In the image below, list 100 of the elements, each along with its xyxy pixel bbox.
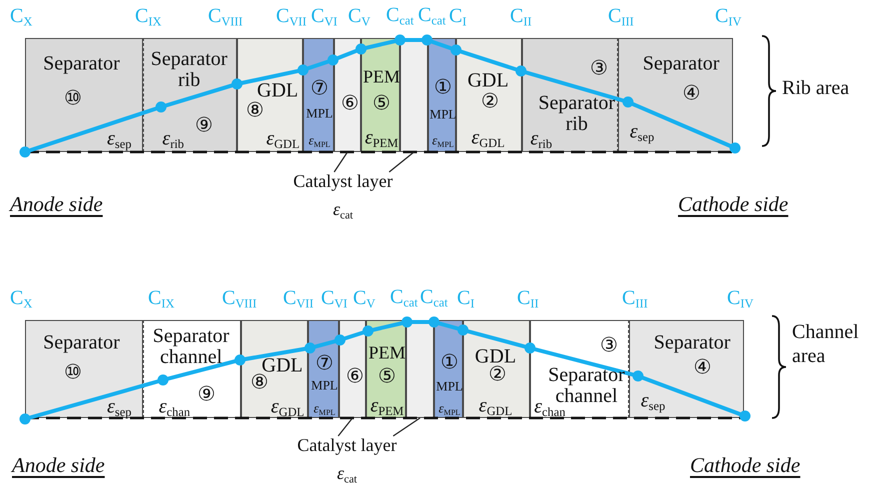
catalyst-layer <box>339 320 366 418</box>
separator-rib-layer <box>143 38 237 152</box>
layer-number: ⑥ <box>346 366 364 388</box>
porosity-symbol: ε$_{PEM}$ <box>370 396 404 417</box>
mpl-layer <box>434 320 463 418</box>
porosity-symbol: ε$_{cat}$ <box>332 198 354 220</box>
callout-text: Catalyst layer <box>297 434 397 456</box>
layer-name: Separator <box>642 54 720 75</box>
porosity-symbol: ε$_{rib}$ <box>162 128 184 150</box>
concentration-label: C$_{VI}$ <box>321 287 348 310</box>
side-label: Anode side <box>12 453 105 478</box>
gdl-layer <box>241 320 308 418</box>
layer-number: ⑥ <box>340 93 359 114</box>
porosity-symbol: ε$_{sep}$ <box>640 390 666 412</box>
concentration-label: C$_{cat}$ <box>418 4 446 27</box>
concentration-label: C$_{VII}$ <box>283 287 314 310</box>
concentration-label: C$_{III}$ <box>608 5 634 28</box>
side-label: Anode side <box>10 192 103 217</box>
concentration-label: C$_{III}$ <box>622 287 648 310</box>
layer-number: ⑩ <box>64 88 82 110</box>
leader-line <box>334 152 348 172</box>
concentration-label: C$_{IX}$ <box>148 287 174 310</box>
mpl-layer <box>428 38 456 152</box>
concentration-label: C$_{IX}$ <box>135 5 162 28</box>
layer-number: ② <box>488 364 506 386</box>
leader-line <box>388 152 414 172</box>
layer-number: ③ <box>600 336 618 357</box>
porosity-symbol: ε$_{MPL}$ <box>314 400 336 419</box>
concentration-label: C$_{cat}$ <box>386 4 414 27</box>
concentration-label: C$_{cat}$ <box>420 286 448 309</box>
porosity-symbol: ε$_{chan}$ <box>158 396 190 418</box>
gdl-layer <box>456 38 522 152</box>
gdl-layer <box>463 320 530 418</box>
concentration-label: C$_{V}$ <box>348 5 370 28</box>
layer-name: Separator <box>654 332 730 354</box>
layer-name: MPL <box>436 377 463 396</box>
porosity-symbol: ε$_{GDL}$ <box>478 396 512 417</box>
separator-layer <box>629 320 744 418</box>
layer-name: GDL <box>257 80 298 102</box>
porosity-symbol: ε$_{GDL}$ <box>270 396 304 418</box>
layer-number: ⑧ <box>246 100 264 122</box>
layer-name: MPL <box>311 376 338 394</box>
porosity-symbol: ε$_{PEM}$ <box>364 128 398 149</box>
layer-number: ④ <box>693 358 712 379</box>
layer-number: ③ <box>590 58 608 80</box>
layer-name: Separator <box>43 54 120 75</box>
concentration-label: C$_{IV}$ <box>715 5 742 28</box>
layer-number: ④ <box>682 83 700 104</box>
area-label: Channel area <box>792 320 860 368</box>
layer-name: GDL <box>467 70 509 92</box>
layer-number: ⑤ <box>378 366 396 388</box>
porosity-symbol: ε$_{sep}$ <box>630 122 654 143</box>
layer-number: ⑨ <box>198 384 216 406</box>
catalyst-layer <box>334 38 361 152</box>
layer-number: ① <box>434 78 452 99</box>
layer-name: Separator rib <box>150 48 228 91</box>
separator-layer <box>25 320 143 418</box>
layer-number: ① <box>440 352 458 374</box>
porosity-symbol: ε$_{MPL}$ <box>438 400 460 419</box>
mpl-layer <box>303 38 334 152</box>
area-label: Rib area <box>782 76 850 100</box>
pem-layer <box>366 320 406 418</box>
concentration-label: C$_{cat}$ <box>390 286 418 309</box>
layer-name: PEM <box>368 342 406 364</box>
concentration-label: C$_{I}$ <box>449 5 466 28</box>
concentration-label: C$_{I}$ <box>457 287 474 310</box>
side-label: Cathode side <box>678 192 788 217</box>
porosity-symbol: ε$_{MPL}$ <box>432 132 454 151</box>
layer-number: ⑧ <box>250 372 268 394</box>
porosity-symbol: ε$_{GDL}$ <box>266 128 300 150</box>
layer-name: Separator channel <box>152 326 230 368</box>
concentration-label: C$_{VII}$ <box>276 5 307 28</box>
leader-line <box>392 418 420 436</box>
separator-rib-layer <box>522 38 618 152</box>
concentration-label: C$_{V}$ <box>353 287 376 310</box>
pem-layer <box>361 38 400 152</box>
concentration-label: C$_{II}$ <box>517 287 539 310</box>
layer-number: ⑤ <box>372 93 390 114</box>
layer-number: ⑦ <box>316 354 334 375</box>
layer-name: MPL <box>306 104 333 123</box>
mpl-layer <box>308 320 339 418</box>
side-label: Cathode side <box>690 453 800 478</box>
layer-name: Separator <box>43 332 120 354</box>
layer-number: ② <box>481 91 499 112</box>
concentration-label: C$_{X}$ <box>10 287 32 310</box>
layer-number: ⑨ <box>195 115 214 136</box>
concentration-label: C$_{IV}$ <box>727 287 754 310</box>
porosity-symbol: ε$_{MPL}$ <box>308 132 330 151</box>
porosity-symbol: ε$_{sep}$ <box>107 128 132 150</box>
gdl-layer <box>237 38 303 152</box>
concentration-label: C$_{II}$ <box>510 5 532 28</box>
concentration-label: C$_{X}$ <box>10 5 32 28</box>
porosity-symbol: ε$_{cat}$ <box>336 462 358 484</box>
callout-text: Catalyst layer <box>293 170 393 192</box>
porosity-symbol: ε$_{GDL}$ <box>471 128 505 149</box>
concentration-label: C$_{VIII}$ <box>208 5 243 28</box>
layer-number: ⑩ <box>64 362 82 384</box>
leader-line <box>338 418 353 436</box>
concentration-label: C$_{VIII}$ <box>222 287 257 310</box>
concentration-label: C$_{VI}$ <box>311 5 338 28</box>
